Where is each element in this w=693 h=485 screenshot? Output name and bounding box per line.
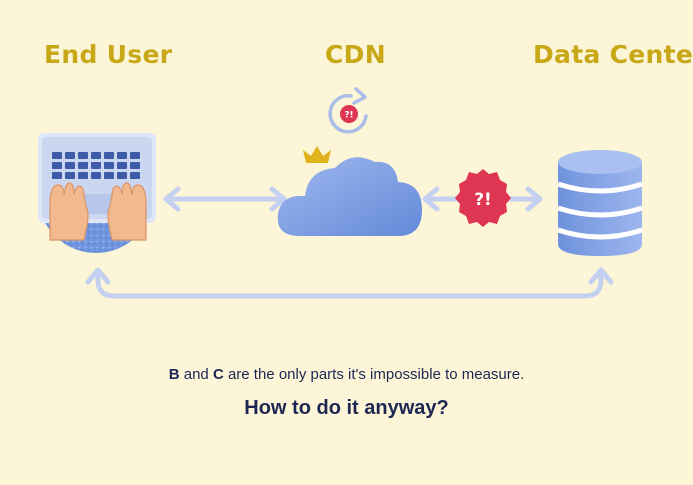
caption-connector: and [179,366,213,383]
laptop-hands-icon [38,133,156,253]
link-badge-mark: ?! [474,190,492,210]
crown-icon [303,146,331,163]
question-heading: How to do it anyway? [244,397,449,419]
data-center-label: Data Center [533,40,693,69]
warning-badge-icon: ?! [455,169,511,227]
segment-b-label: B [168,366,180,383]
database-icon [557,150,643,256]
refresh-badge-mark: ?! [344,111,353,121]
end-user-label: End User [44,40,173,69]
caption-rest: are the only parts it's impossible to me… [223,366,525,383]
refresh-icon: ?! [328,87,368,134]
caption-line: B and C are the only parts it's impossib… [0,366,693,383]
return-arrow [85,267,614,299]
cdn-cloud-icon [277,146,422,236]
cdn-label: CDN [325,40,386,69]
segment-c-label: C [212,366,224,383]
user-cdn-arrow [163,186,287,212]
